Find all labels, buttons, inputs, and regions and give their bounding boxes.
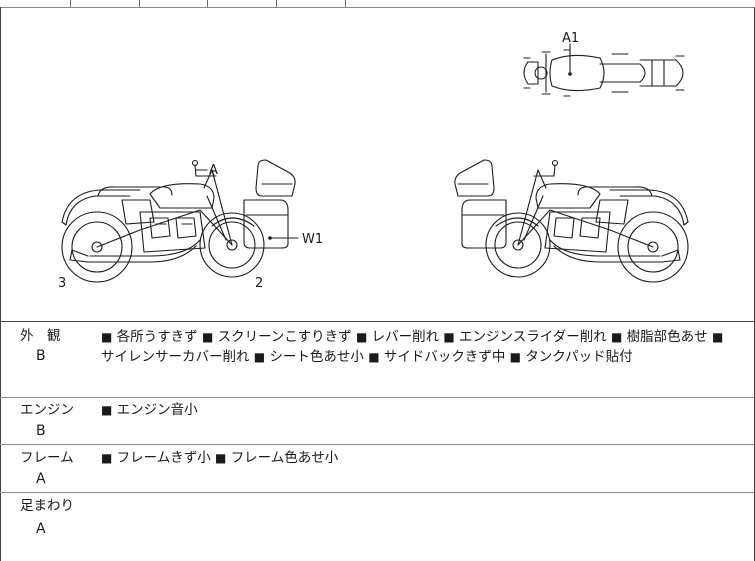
row-engine: エンジン B ■ エンジン音小 bbox=[0, 400, 755, 442]
note-item: タンクパッド貼付 bbox=[525, 349, 633, 365]
row-frame: フレーム A ■ フレームきず小 ■ フレーム色あせ小 bbox=[0, 448, 755, 490]
note-item: 樹脂部色あせ bbox=[626, 329, 708, 345]
row-category: 外 観 bbox=[20, 328, 61, 344]
note-item: サイレンサーカバー削れ bbox=[101, 349, 250, 365]
motorcycle-top-view bbox=[523, 49, 685, 97]
row-grade: B bbox=[36, 348, 46, 364]
row-divider bbox=[0, 492, 755, 493]
motorcycle-left-side-view bbox=[61, 159, 296, 283]
row-category: フレーム bbox=[20, 450, 74, 466]
row-category: エンジン bbox=[20, 402, 74, 418]
header-cell-divider bbox=[70, 0, 71, 7]
row-notes: ■ エンジン音小 bbox=[101, 402, 198, 418]
note-item: フレーム色あせ小 bbox=[230, 450, 339, 466]
row-grade: A bbox=[36, 521, 46, 537]
note-item: フレームきず小 bbox=[116, 450, 211, 466]
label-a1: A1 bbox=[562, 31, 579, 46]
row-suspension: 足まわり A bbox=[0, 496, 755, 556]
row-notes: ■ 各所うすきず ■ スクリーンこすりきず ■ レバー削れ ■ エンジンスライダ… bbox=[101, 329, 724, 365]
a1-marker bbox=[568, 72, 572, 76]
header-cell-divider bbox=[207, 0, 208, 7]
note-item: エンジンスライダー削れ bbox=[459, 329, 607, 345]
row-divider bbox=[0, 444, 755, 445]
diagram-bottom-border bbox=[0, 321, 755, 322]
header-cell-divider bbox=[139, 0, 140, 7]
note-item: 各所うすきず bbox=[116, 329, 198, 345]
row-divider bbox=[0, 397, 755, 398]
label-position-3: 3 bbox=[58, 276, 66, 291]
w1-marker bbox=[268, 236, 272, 240]
note-item: エンジン音小 bbox=[116, 402, 198, 418]
row-grade: B bbox=[36, 423, 46, 439]
damage-diagram: A1 A W1 3 2 bbox=[58, 31, 689, 291]
note-item: サイドバックきず中 bbox=[383, 349, 506, 365]
motorcycle-right-side-view bbox=[454, 159, 689, 283]
row-category: 足まわり bbox=[20, 498, 74, 514]
row-notes: ■ フレームきず小 ■ フレーム色あせ小 bbox=[101, 450, 339, 466]
label-a: A bbox=[209, 163, 218, 178]
header-cell-divider bbox=[276, 0, 277, 7]
header-cell-divider bbox=[345, 0, 346, 7]
label-w1: W1 bbox=[302, 232, 323, 247]
row-exterior: 外 観 B ■ 各所うすきず ■ スクリーンこすりきず ■ レバー削れ ■ エン… bbox=[0, 326, 755, 397]
note-item: レバー削れ bbox=[371, 329, 440, 345]
sheet-left-border bbox=[0, 7, 1, 561]
row-grade: A bbox=[36, 471, 46, 487]
note-item: シート色あせ小 bbox=[269, 349, 364, 365]
note-item: スクリーンこすりきず bbox=[217, 329, 352, 345]
label-position-2: 2 bbox=[255, 276, 263, 291]
header-bottom-border bbox=[0, 7, 755, 8]
